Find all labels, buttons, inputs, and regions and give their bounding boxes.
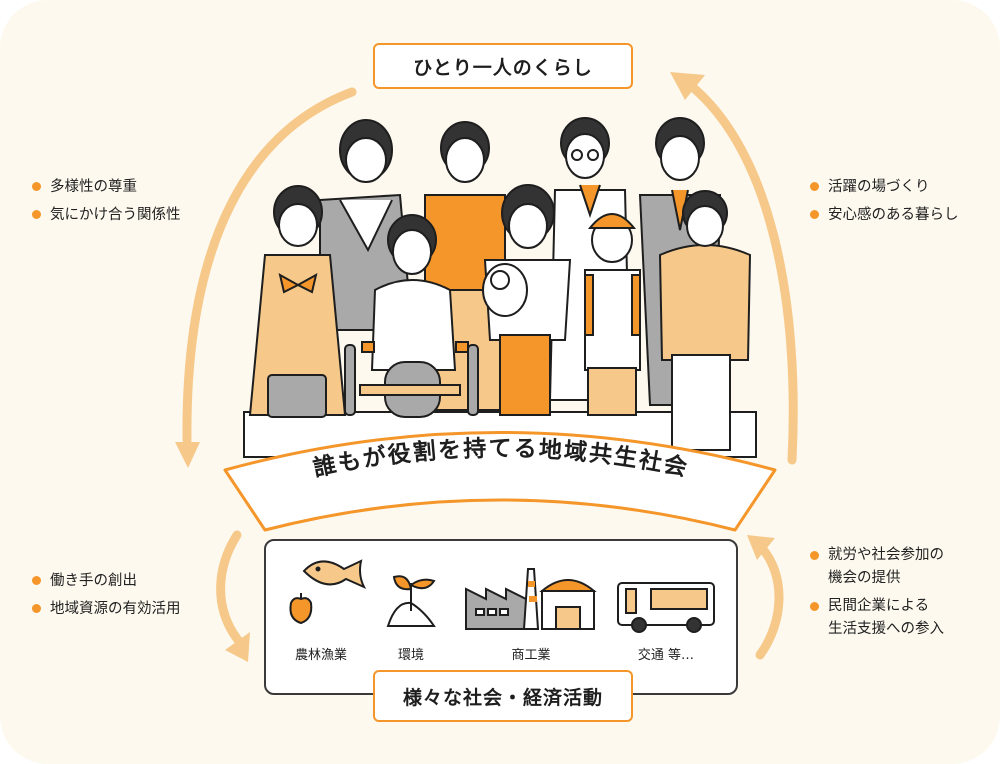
bullet-item: 多様性の尊重 bbox=[32, 173, 181, 201]
bullets-bottom-left: 働き手の創出 地域資源の有効活用 bbox=[32, 567, 181, 623]
bottom-title: 様々な社会・経済活動 bbox=[373, 670, 633, 722]
boy-with-cap-figure bbox=[584, 213, 641, 416]
arrow-bottom-left-icon bbox=[216, 530, 250, 662]
people-group bbox=[248, 117, 752, 451]
activities-panel: 農林漁業 環境 商工業 交通 等… bbox=[264, 539, 738, 695]
bullet-line: 就労や社会参加の bbox=[828, 547, 944, 563]
bullet-line: 民間企業による bbox=[828, 598, 930, 614]
mother-with-baby-figure bbox=[482, 184, 572, 416]
fish-apple-icon bbox=[289, 559, 367, 625]
bullets-top-right: 活躍の場づくり 安心感のある暮らし bbox=[810, 173, 959, 229]
sprout-icon bbox=[386, 575, 436, 627]
activity-label-commerce-industry: 商工業 bbox=[511, 648, 551, 663]
schoolgirl-figure bbox=[248, 185, 347, 418]
top-title: ひとり一人のくらし bbox=[373, 43, 633, 89]
activities-icons bbox=[289, 559, 715, 633]
bullets-top-left: 多様性の尊重 気にかけ合う関係性 bbox=[32, 173, 181, 229]
bullets-bottom-right: 就労や社会参加の 機会の提供 民間企業による 生活支援への参入 bbox=[810, 544, 944, 646]
bullet-item: 働き手の創出 bbox=[32, 567, 181, 595]
bullet-item: 地域資源の有効活用 bbox=[32, 595, 181, 623]
arrow-bottom-right-icon bbox=[747, 535, 784, 660]
activity-label-transportation: 交通 等… bbox=[637, 648, 695, 663]
factory-shop-icon bbox=[465, 568, 597, 630]
bullet-item: 民間企業による 生活支援への参入 bbox=[810, 595, 944, 641]
bullet-item: 安心感のある暮らし bbox=[810, 201, 959, 229]
activity-label-agriculture: 農林漁業 bbox=[294, 648, 347, 663]
bus-icon bbox=[617, 582, 715, 633]
bullet-item: 活躍の場づくり bbox=[810, 173, 959, 201]
bullet-line: 生活支援への参入 bbox=[828, 621, 944, 637]
bullet-item: 気にかけ合う関係性 bbox=[32, 201, 181, 229]
wheelchair-user-figure bbox=[344, 214, 479, 418]
arrow-top-left-icon bbox=[175, 87, 357, 468]
elderly-woman-figure bbox=[658, 190, 752, 451]
bullet-item: 就労や社会参加の 機会の提供 bbox=[810, 544, 944, 590]
center-banner: 誰もが役割を持てる地域共生社会 bbox=[223, 431, 777, 532]
bullet-line: 機会の提供 bbox=[828, 570, 901, 586]
arrow-top-right-icon bbox=[670, 72, 798, 465]
activity-label-environment: 環境 bbox=[397, 648, 424, 663]
